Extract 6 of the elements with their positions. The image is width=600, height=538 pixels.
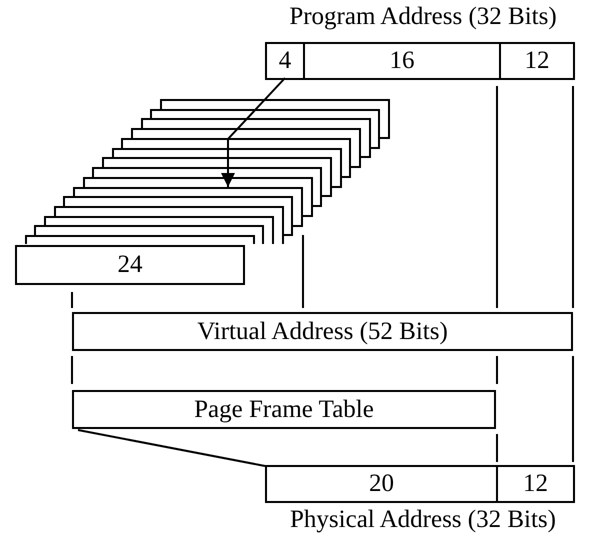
arrow <box>221 77 286 187</box>
register-box: Virtual Address (52 Bits) <box>72 312 573 351</box>
register-title: Program Address (32 Bits) <box>288 2 558 32</box>
register-box: Page Frame Table <box>72 390 496 429</box>
connector-line <box>78 429 266 467</box>
register-title: Physical Address (32 Bits) <box>289 505 557 535</box>
